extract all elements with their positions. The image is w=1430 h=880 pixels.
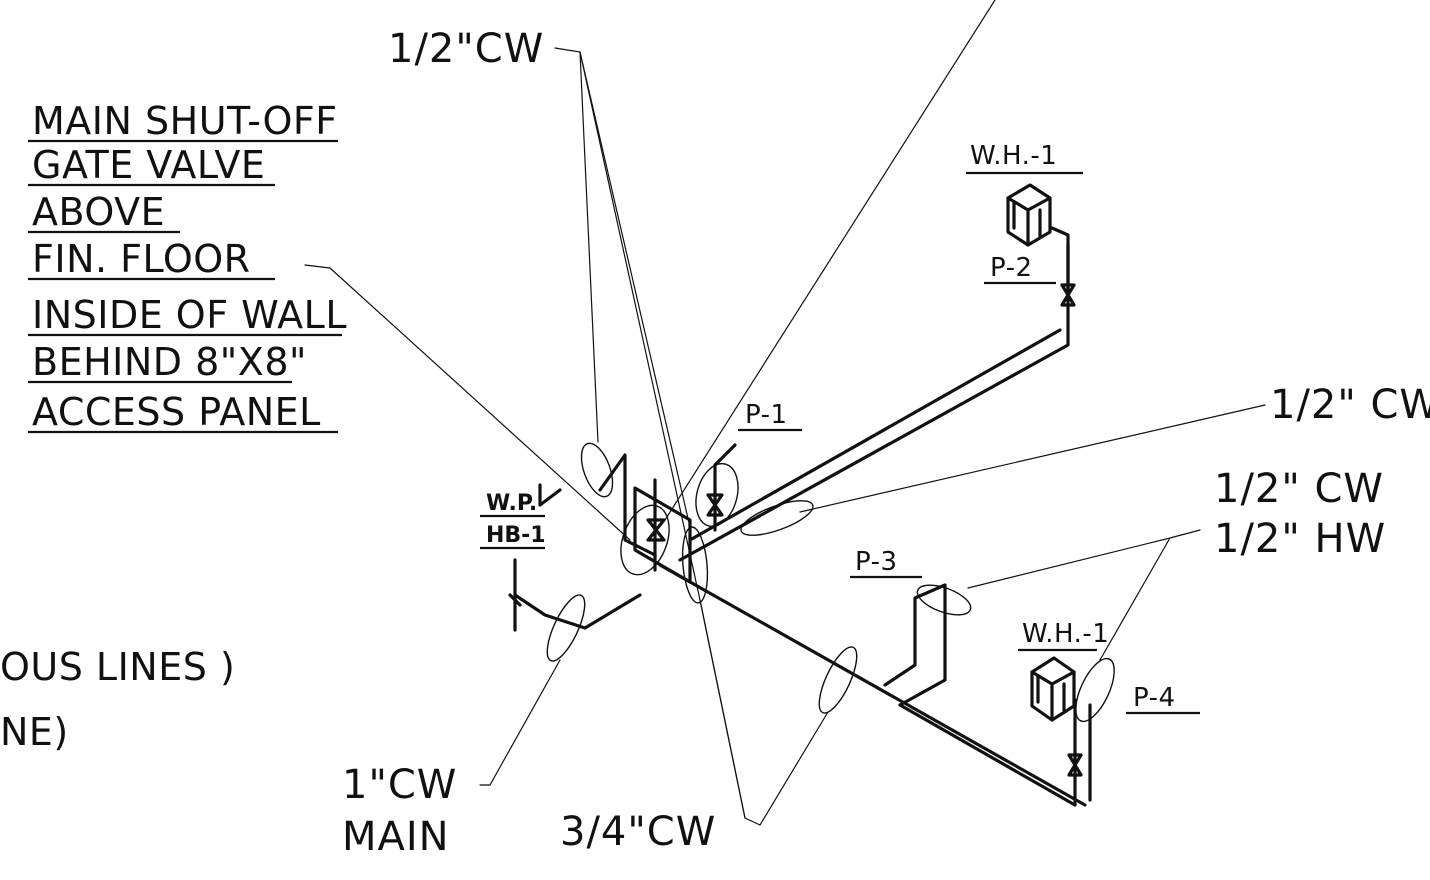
ellipse-main-shutoff bbox=[620, 504, 670, 576]
label-three-quarter-cw: 3/4"CW bbox=[560, 809, 716, 855]
valve-p1 bbox=[706, 493, 724, 517]
legend-fragment-1: OUS LINES ) bbox=[0, 645, 235, 689]
valves bbox=[508, 283, 1083, 777]
pipe-branch-riser bbox=[688, 328, 1062, 542]
pipe-wp-branch bbox=[538, 483, 562, 507]
valve-main-shutoff bbox=[646, 518, 666, 542]
ellipse-1in-main bbox=[546, 594, 586, 662]
label-top-half-cw: 1/2"CW bbox=[388, 26, 544, 72]
tag-p3: P-3 bbox=[855, 547, 898, 577]
note-line-1: MAIN SHUT-OFF bbox=[32, 99, 338, 143]
label-right-half-hw: 1/2" HW bbox=[1214, 516, 1386, 562]
pipe-main-run bbox=[658, 563, 1087, 807]
water-heater-bottom bbox=[1030, 656, 1076, 722]
ellipse-p1 bbox=[695, 462, 739, 528]
pipe-p1-riser bbox=[713, 443, 737, 532]
tag-wp: W.P. bbox=[486, 491, 537, 516]
ellipse-half-cw-right bbox=[740, 500, 814, 536]
valve-hb bbox=[508, 593, 522, 607]
leader-lines bbox=[304, 0, 1266, 826]
pipe-p3-parallel bbox=[898, 703, 1077, 807]
ellipse-half-cw-left bbox=[580, 442, 614, 498]
piping bbox=[513, 226, 1092, 807]
tag-wh-bottom: W.H.-1 bbox=[1022, 619, 1109, 649]
water-heater-top bbox=[1006, 183, 1052, 247]
fixture-tags: W.H.-1 P-2 P-1 W.P. HB-1 P-3 W.H.-1 P-4 bbox=[480, 141, 1200, 715]
pipe-half-cw-riser bbox=[598, 453, 657, 557]
tag-p4: P-4 bbox=[1133, 683, 1176, 713]
note-line-3: ABOVE bbox=[32, 190, 165, 234]
tag-wh-top: W.H.-1 bbox=[970, 141, 1057, 171]
legend-fragments: OUS LINES ) NE) bbox=[0, 645, 235, 754]
note-line-5: INSIDE OF WALL bbox=[32, 293, 347, 337]
callout-ellipses bbox=[546, 442, 1115, 723]
pipe-p3-branch bbox=[883, 583, 947, 707]
note-line-7: ACCESS PANEL bbox=[32, 390, 321, 434]
tag-p1: P-1 bbox=[745, 400, 788, 430]
label-main-2: MAIN bbox=[342, 814, 450, 860]
note-line-6: BEHIND 8"X8" bbox=[32, 340, 307, 384]
valve-p4 bbox=[1067, 753, 1083, 777]
note-line-4: FIN. FLOOR bbox=[32, 237, 251, 281]
ellipse-three-quarter-a bbox=[681, 526, 709, 604]
pipe-1in-main bbox=[513, 593, 642, 630]
tag-hb: HB-1 bbox=[486, 523, 546, 548]
label-right-half-cw: 1/2" CW bbox=[1270, 382, 1430, 428]
shutoff-note: MAIN SHUT-OFF GATE VALVE ABOVE FIN. FLOO… bbox=[28, 99, 347, 434]
note-line-2: GATE VALVE bbox=[32, 143, 265, 187]
pipe-p4-riser bbox=[1073, 698, 1092, 807]
ellipse-p4 bbox=[1075, 657, 1115, 723]
label-main-1: 1"CW bbox=[342, 762, 457, 808]
ellipse-p3 bbox=[916, 584, 972, 616]
tag-p2: P-2 bbox=[990, 253, 1033, 283]
ellipse-three-quarter-b bbox=[818, 646, 858, 714]
valve-p2 bbox=[1060, 283, 1076, 307]
legend-fragment-2: NE) bbox=[0, 710, 69, 754]
label-right-half-cw-2: 1/2" CW bbox=[1214, 466, 1384, 512]
pipe-labels: 1/2"CW 1/2" CW 1/2" CW 1/2" HW 1"CW MAIN… bbox=[342, 26, 1430, 860]
